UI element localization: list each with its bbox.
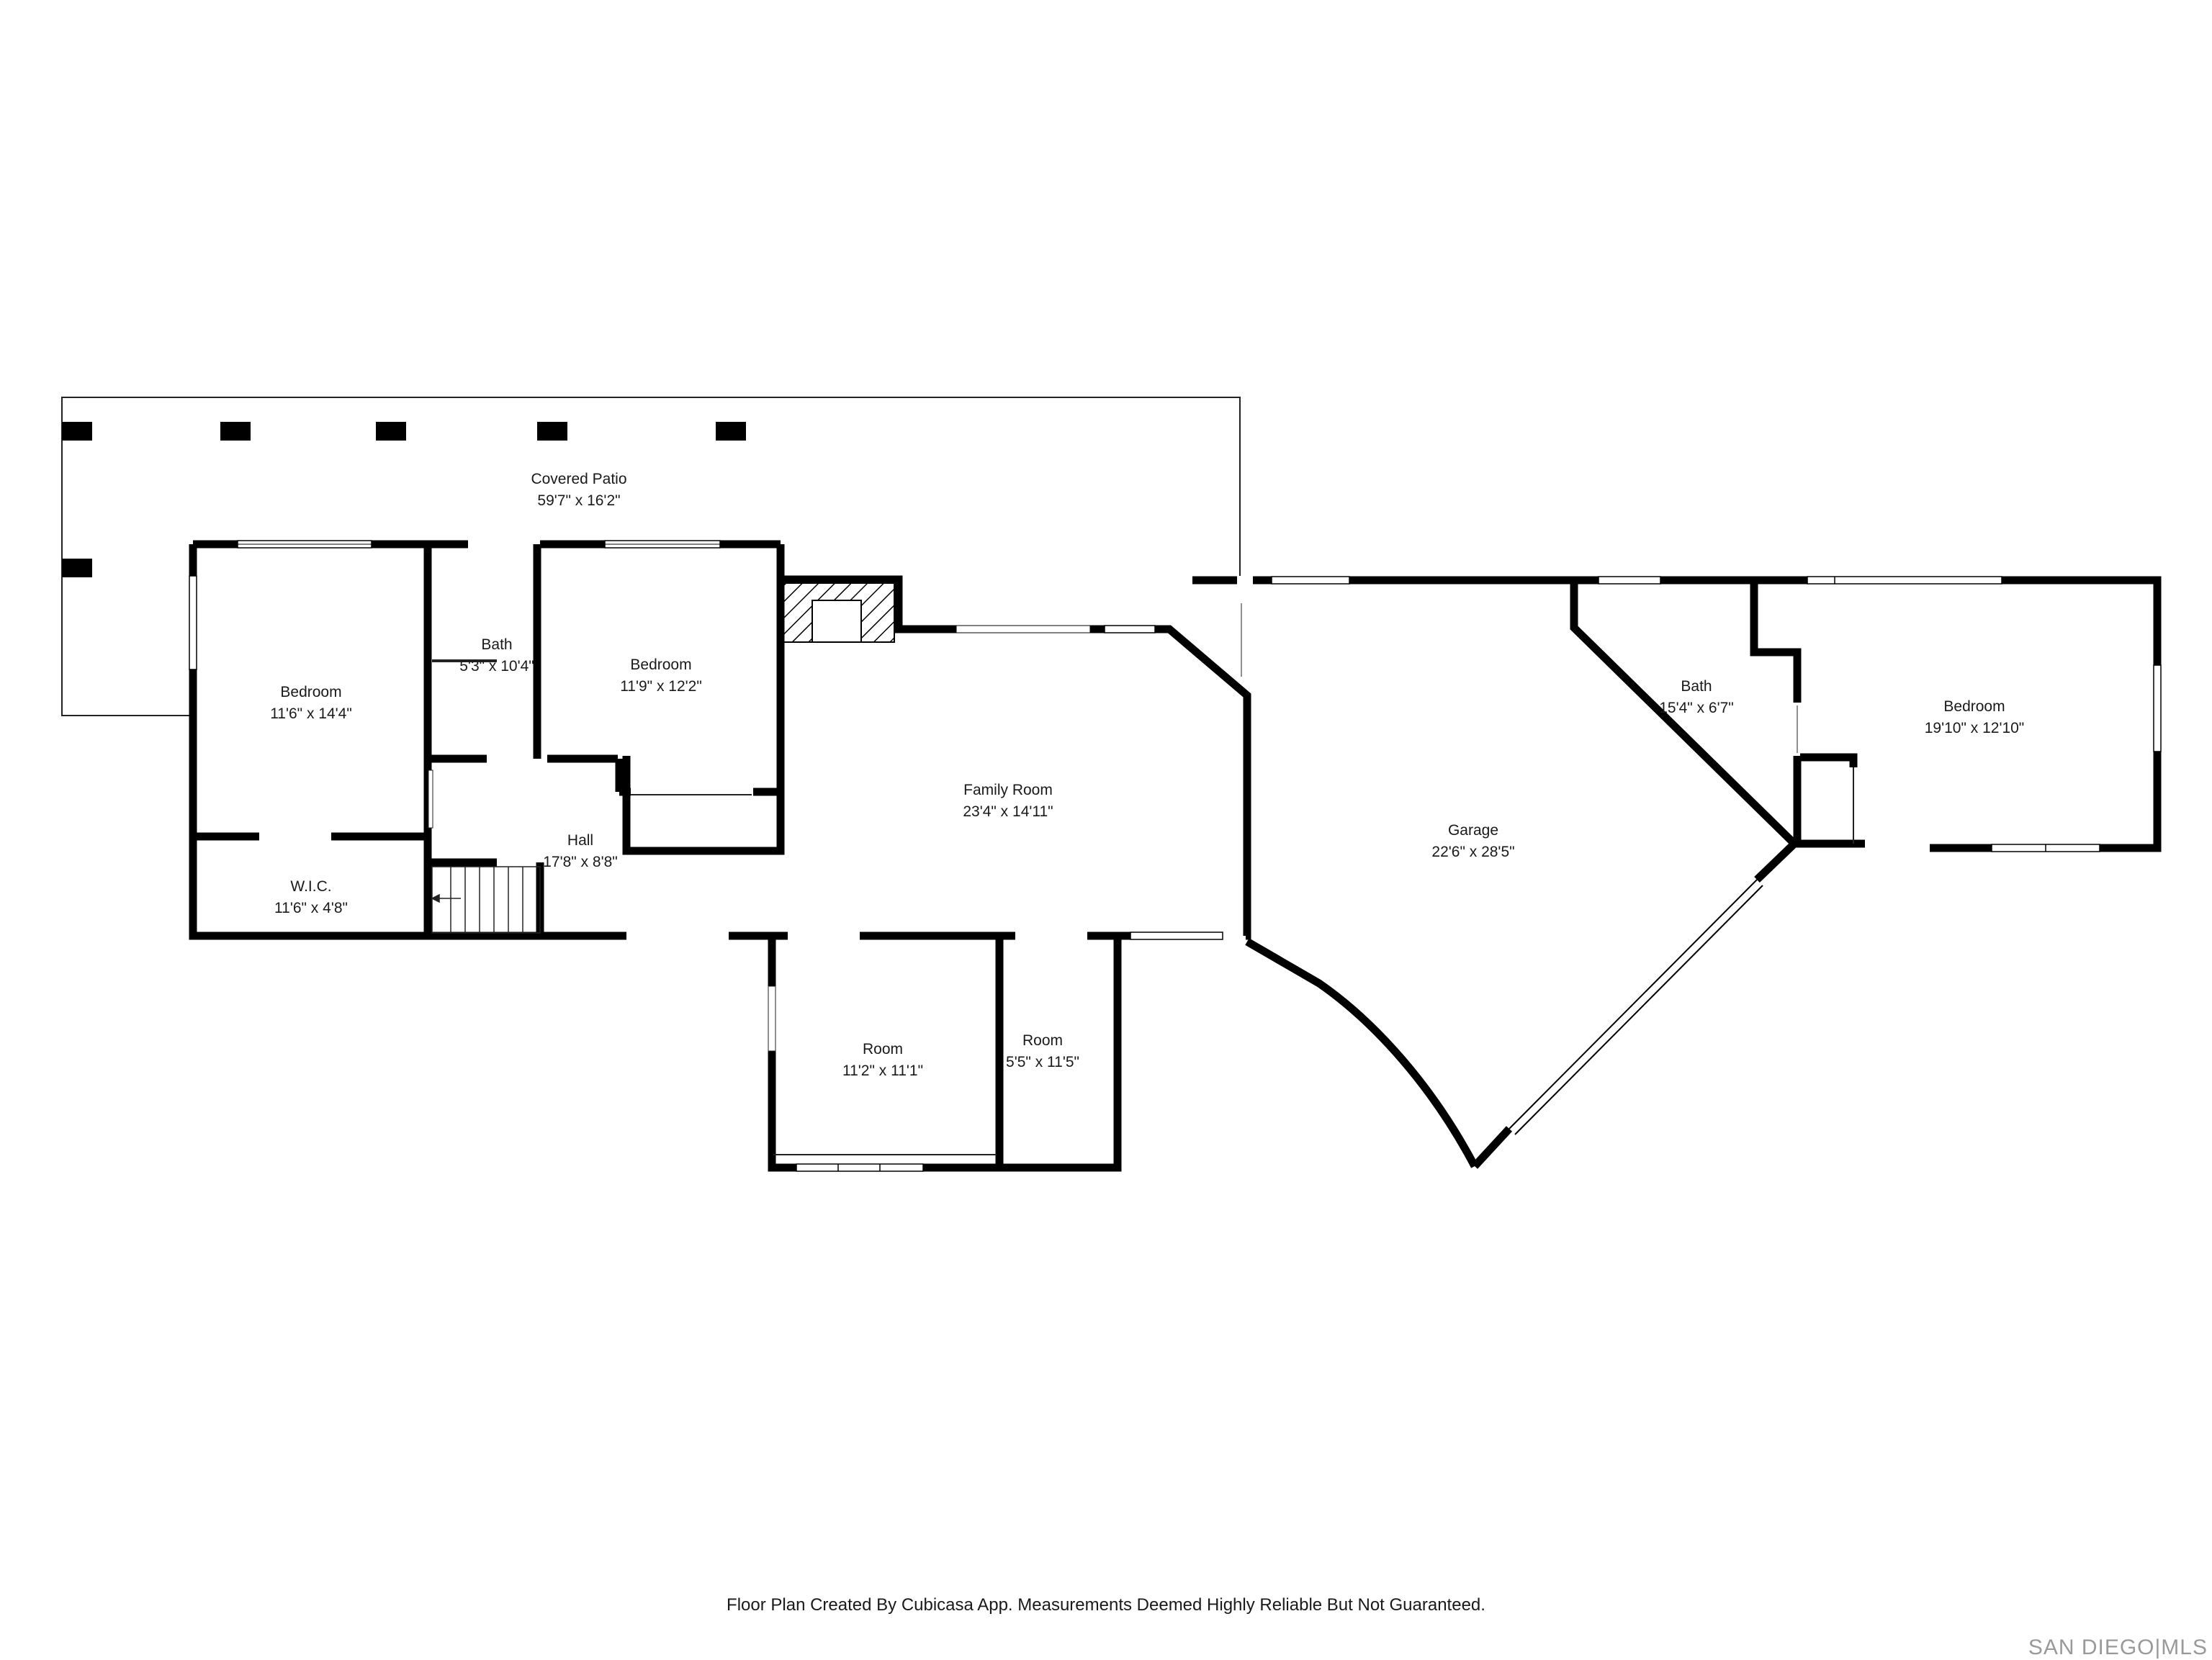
stairs — [431, 866, 541, 934]
covered-patio-name: Covered Patio — [531, 471, 626, 487]
patio-posts — [62, 422, 746, 577]
garage-name: Garage — [1448, 822, 1498, 839]
hall-name: Hall — [567, 832, 593, 849]
bath-1-name: Bath — [481, 636, 512, 653]
fireplace — [780, 582, 895, 643]
bedroom-2-name: Bedroom — [630, 657, 691, 673]
bath-1-dims: 5'3" x 10'4" — [459, 658, 534, 675]
mls-logo: SAN DIEGO|MLS — [2028, 1636, 2208, 1659]
family-room-dims: 23'4" x 14'11" — [963, 803, 1053, 820]
room-1-dims: 11'2" x 11'1" — [842, 1063, 923, 1079]
bedroom-3-name: Bedroom — [1943, 698, 2005, 715]
family-room-name: Family Room — [963, 782, 1053, 798]
room-1-name: Room — [863, 1041, 903, 1057]
room-2-name: Room — [1022, 1032, 1063, 1049]
garage-dims: 22'6" x 28'5" — [1431, 844, 1514, 860]
bedroom-2-dims: 11'9" x 12'2" — [620, 678, 702, 695]
hall-dims: 17'8" x 8'8" — [543, 854, 618, 870]
room-labels: Covered Patio 59'7" x 16'2" Bedroom 11'6… — [270, 471, 2024, 1079]
covered-patio-outline — [61, 397, 1241, 716]
wic-dims: 11'6" x 4'8" — [274, 900, 348, 916]
bath-2-name: Bath — [1681, 678, 1712, 695]
bath-2-dims: 15'4" x 6'7" — [1659, 700, 1734, 716]
windows — [189, 540, 2162, 1172]
wic-name: W.I.C. — [290, 878, 331, 895]
bedroom-1-name: Bedroom — [280, 684, 341, 700]
covered-patio-dims: 59'7" x 16'2" — [537, 492, 620, 509]
bedroom-3-dims: 19'10" x 12'10" — [1925, 720, 2025, 736]
bedroom-1-dims: 11'6" x 14'4" — [270, 705, 352, 722]
floor-plan-disclaimer: Floor Plan Created By Cubicasa App. Meas… — [727, 1595, 1485, 1615]
room-2-dims: 5'5" x 11'5" — [1006, 1054, 1079, 1070]
